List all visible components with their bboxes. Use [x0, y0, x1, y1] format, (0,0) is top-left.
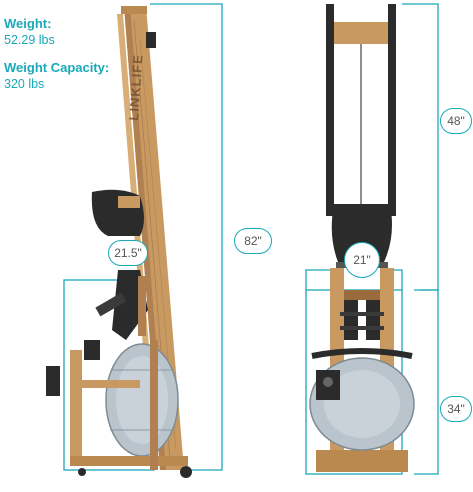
weight-label: Weight:: [4, 16, 52, 31]
front-water-tank: [309, 357, 415, 451]
side-water-tank: [105, 343, 179, 457]
side-footrest: [95, 270, 148, 340]
weight-value: 52.29 lbs: [4, 33, 55, 47]
length-dimension-label: 82": [234, 228, 272, 254]
side-seat: [91, 189, 144, 236]
weight-spec: Weight: 52.29 lbs: [4, 16, 55, 48]
side-inner-rail: [117, 14, 150, 360]
side-width-dimension-label: 21.5": [108, 240, 148, 266]
depth-dimension-label: 34": [440, 396, 472, 422]
capacity-label: Weight Capacity:: [4, 60, 110, 75]
capacity-spec: Weight Capacity: 320 lbs: [4, 60, 109, 92]
height-dimension-label: 48": [440, 108, 472, 134]
front-width-dimension-label: 21": [344, 242, 380, 278]
front-footrests: [340, 300, 384, 340]
front-handlebar: [311, 348, 413, 359]
side-base-frame: [46, 340, 192, 478]
capacity-value: 320 lbs: [4, 77, 45, 91]
